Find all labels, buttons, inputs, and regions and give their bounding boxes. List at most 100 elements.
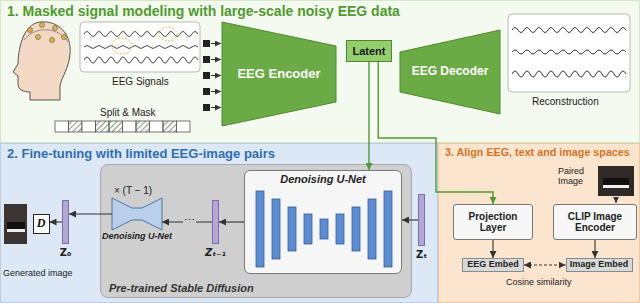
flow-arrow [402, 219, 418, 220]
unet-layers-part [256, 191, 264, 267]
generated-image-part [4, 204, 27, 244]
annotation-label: EEG Signals [112, 76, 169, 88]
reconstructed-waveform-part [512, 50, 626, 54]
eeg-waveform-part [80, 22, 200, 72]
annotation-label: Cosine similarity [506, 277, 572, 287]
masked-patches-part [123, 121, 137, 132]
eeg-waveform-part [84, 32, 198, 37]
flow-arrow [368, 62, 369, 170]
section-title: 1. Masked signal modeling with large-sca… [7, 3, 400, 19]
flow-arrow [69, 213, 112, 214]
decoder-block-shape [400, 30, 500, 114]
annotation-label: Paired Image [558, 166, 594, 187]
annotation-label: ⋯ [183, 214, 196, 227]
flow-arrow [162, 221, 212, 222]
latent-label: Zₜ [416, 249, 427, 260]
input-tokens-part [203, 88, 210, 95]
embedding-box: Image Embed [566, 258, 633, 272]
embedding-box-text: Image Embed [570, 260, 629, 270]
head-illustration-part [13, 22, 70, 100]
decoder-block: EEG Decoder [400, 30, 500, 114]
reconstructed-waveform-part [508, 14, 630, 92]
flow-arrow [219, 221, 244, 222]
reconstructed-waveform [508, 14, 630, 92]
input-tokens-part [203, 56, 210, 63]
input-tokens-part [203, 104, 210, 111]
decoder-block-text: EEG Decoder [412, 65, 489, 78]
head-illustration-part [62, 35, 67, 40]
eeg-waveform-part [159, 27, 177, 41]
decoder-box-text: D [37, 217, 46, 230]
input-tokens [203, 40, 221, 111]
section-title: 2. Fine-tuning with limited EEG-image pa… [7, 146, 275, 161]
input-tokens-part [211, 75, 221, 76]
annotation-label: Generated image [3, 268, 73, 278]
head-illustration-part [36, 35, 41, 40]
unet-box-outline [112, 198, 162, 230]
latent-label: Z₀ [60, 247, 72, 258]
flow-arrow [50, 221, 63, 222]
masked-patches-part [69, 121, 83, 132]
unet-box: Denoising U-Net [112, 198, 162, 230]
masked-patches-part [82, 121, 96, 132]
unet-box-shape [112, 198, 162, 230]
paired-image [598, 166, 634, 203]
head-illustration [13, 22, 70, 100]
encoder-block: EEG Encoder [222, 22, 336, 126]
flow-arrow [594, 240, 595, 258]
encoder-block-text: EEG Encoder [237, 67, 320, 81]
unet-box-text: Denoising U-Net [102, 232, 172, 242]
flow-arrow [492, 240, 493, 258]
reconstructed-waveform-part [512, 28, 626, 33]
masked-patches-part [96, 121, 110, 132]
eeg-waveform-part [84, 46, 198, 49]
masked-patches-part [136, 121, 150, 132]
unet-box-text: Denoising U-Net [280, 173, 366, 185]
generated-image-part [7, 229, 25, 232]
input-tokens-part [211, 91, 221, 92]
masked-patches-part [55, 121, 69, 132]
reconstructed-waveform-part [512, 71, 626, 77]
similarity-connector [524, 264, 566, 265]
process-box: Projection Layer [453, 204, 533, 240]
encoder-box: CLIP Image Encoder [553, 204, 637, 240]
unet-layers [256, 191, 392, 267]
unet-layers-part [320, 219, 328, 239]
paired-image-part [603, 185, 629, 188]
head-illustration-part [40, 23, 45, 28]
input-tokens-part [211, 59, 221, 60]
unet-layers-part [368, 199, 376, 259]
latent-bar: Z₀ [62, 200, 69, 244]
unet-layers-part [384, 191, 392, 267]
input-tokens-part [203, 72, 210, 79]
paired-image-part [603, 178, 629, 188]
masked-patches-part [177, 121, 191, 132]
latent-box-text: Latent [353, 45, 386, 57]
latent-label: Zₜ₋₁ [205, 247, 226, 258]
decoder-box: D [33, 214, 50, 234]
paired-image-part [616, 197, 617, 203]
masked-patches-part [109, 121, 123, 132]
input-tokens-part [203, 40, 210, 47]
section-title: 3. Align EEG, text and image spaces [445, 146, 630, 158]
annotation-label: Reconstruction [532, 96, 599, 108]
eeg-waveform-part [112, 38, 132, 54]
embedding-box: EEG Embed [462, 258, 524, 272]
latent-box: Latent [346, 40, 392, 62]
head-illustration-part [53, 26, 58, 31]
latent-bar: Zₜ₋₁ [212, 200, 219, 244]
generated-image [4, 204, 27, 244]
unet-layers-part [272, 199, 280, 259]
unet-layers-part [336, 214, 344, 244]
masked-patches [55, 121, 190, 132]
head-illustration-part [28, 28, 33, 33]
eeg-waveform-part [84, 57, 198, 63]
unet-layers-part [304, 214, 312, 244]
input-tokens-part [211, 43, 221, 44]
input-tokens-part [211, 107, 221, 108]
model-panel-text: Pre-trained Stable Diffusion [109, 282, 254, 294]
latent-bar: Zₜ [418, 194, 425, 246]
paired-image-part [598, 166, 634, 196]
masked-patches-part [163, 121, 177, 132]
generated-image-part [7, 222, 25, 232]
